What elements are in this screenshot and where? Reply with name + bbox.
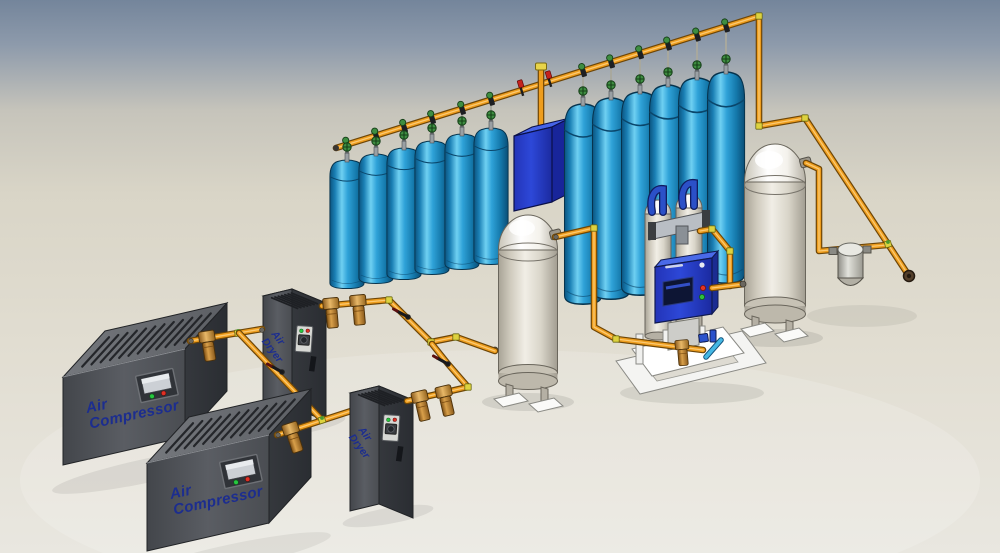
psa-blue-fitting bbox=[709, 329, 717, 343]
final-line-filter bbox=[828, 242, 872, 286]
psa-oxygen-generator bbox=[615, 178, 767, 395]
psa-top-pipes bbox=[647, 178, 698, 216]
outlet-junction bbox=[883, 239, 893, 249]
pipe-manifold-rail-run bbox=[333, 12, 909, 276]
manifold-riser-pipe bbox=[535, 62, 547, 129]
dryer-vent-slot bbox=[395, 446, 404, 462]
tank-foot-pad bbox=[773, 327, 810, 343]
outlet-end-cap bbox=[902, 269, 916, 283]
psa-red-indicator bbox=[700, 284, 707, 291]
dryer-control-panel bbox=[294, 324, 314, 354]
oxygen-buffer-tank bbox=[739, 143, 813, 343]
tank-foot-pad bbox=[739, 322, 776, 338]
air-receiver-tank bbox=[491, 214, 565, 413]
air-compressor-2: AirCompressor bbox=[145, 387, 313, 552]
gas-cylinder bbox=[414, 140, 450, 276]
riser-cap bbox=[535, 62, 547, 71]
psa-control-panel bbox=[653, 249, 720, 324]
cylinder-filling-control-box bbox=[513, 117, 571, 212]
tank-foot-pad bbox=[492, 392, 530, 408]
psa-blue-valve bbox=[698, 332, 709, 343]
tank-foot-pad bbox=[527, 397, 565, 413]
rail-end-cap bbox=[333, 145, 339, 151]
dryer-vent-slot bbox=[308, 356, 317, 372]
pipe-feed-to-psa bbox=[554, 224, 724, 367]
psa-logo-badge bbox=[699, 262, 705, 268]
pipe-compressor2-out bbox=[276, 411, 351, 455]
psa-post bbox=[635, 333, 644, 365]
dryer-control-panel bbox=[381, 413, 401, 443]
psa-logo-mark bbox=[665, 263, 684, 269]
air-dryer-2: AirDryer bbox=[346, 385, 415, 519]
psa-drain-pipe bbox=[704, 338, 723, 359]
tank-inlet-flange bbox=[739, 280, 747, 288]
psa-display-screen bbox=[662, 276, 694, 307]
air-compressor-1: AirCompressor bbox=[61, 301, 229, 466]
psa-green-indicator bbox=[699, 293, 706, 300]
pipe-oxygen-out bbox=[712, 284, 744, 288]
